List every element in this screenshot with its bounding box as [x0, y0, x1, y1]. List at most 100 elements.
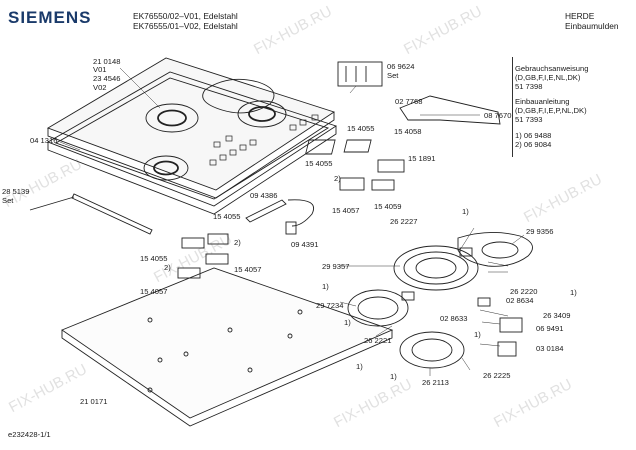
part-154055-c: 15 4055	[213, 212, 241, 221]
part-069491: 06 9491	[536, 324, 564, 333]
part-263409: 26 3409	[543, 311, 571, 320]
cooking-zone-outline	[143, 155, 189, 181]
hob-glass-top	[46, 57, 336, 191]
manual-1-title: Gebrauchsanweisung	[515, 64, 589, 73]
cooking-zone-outline	[237, 100, 287, 128]
variant-1-mark-c: 1)	[570, 288, 577, 297]
part-087670: 08 7670	[484, 111, 512, 120]
part-285139: 28 5139	[2, 187, 30, 196]
variant-2-mark-c: 2)	[164, 263, 171, 272]
sensor-plug	[285, 221, 297, 235]
model-line-1: EK76550/02–V01, Edelstahl	[133, 11, 238, 21]
part-262225: 26 2225	[483, 371, 511, 380]
model-line-2: EK76555/01–V02, Edelstahl	[133, 21, 238, 31]
temp-limiter	[477, 297, 491, 307]
category-label: Einbaumulden	[565, 21, 619, 31]
control-module	[181, 237, 205, 249]
control-module	[339, 177, 365, 191]
part-262113: 26 2113	[422, 378, 449, 387]
part-154057-b: 15 4057	[234, 265, 262, 274]
variant-1-mark-e: 1)	[474, 330, 481, 339]
heating-element	[403, 251, 469, 285]
control-module	[305, 139, 336, 155]
mounting-rail	[71, 193, 153, 235]
heating-element	[457, 232, 533, 267]
set-label: Set	[2, 196, 14, 205]
part-069624: 06 9624	[387, 62, 415, 71]
part-210148: 21 0148	[93, 57, 121, 66]
variant-v02: V02	[93, 83, 107, 92]
variant-2-mark-a: 2)	[334, 174, 341, 183]
variant-1-mark-b: 1)	[322, 282, 329, 291]
control-module	[207, 233, 229, 245]
variant-2-mark-b: 2)	[234, 238, 241, 247]
variant-1-mark-a: 1)	[462, 207, 469, 216]
control-module	[205, 253, 229, 265]
heating-element	[393, 245, 479, 291]
bottom-tray	[61, 267, 394, 419]
part-151891: 15 1891	[408, 154, 436, 163]
manual-1-number: 51 7398	[515, 82, 543, 91]
part-154057-c: 15 4057	[140, 287, 168, 296]
variant-1-note: 1) 06 9488	[515, 131, 552, 140]
variant-1-mark-d: 1)	[344, 318, 351, 327]
control-module	[377, 159, 405, 173]
part-262227: 26 2227	[390, 217, 418, 226]
sensor-cable	[287, 199, 314, 227]
cleaning-scraper	[399, 95, 501, 125]
heating-element	[481, 241, 519, 259]
cooking-zone-outline	[157, 109, 187, 127]
control-module	[177, 267, 201, 279]
cooking-zone-outline	[202, 78, 275, 114]
cooking-zone-outline	[145, 103, 199, 133]
manual-2-langs: (D,GB,F,I,E,P,NL,DK)	[515, 106, 587, 115]
part-094386: 09 4386	[250, 191, 278, 200]
part-154058: 15 4058	[394, 127, 422, 136]
part-030184: 03 0184	[536, 344, 564, 353]
heating-element	[415, 257, 457, 279]
variant-2-note: 2) 06 9084	[515, 140, 552, 149]
part-154057-a: 15 4057	[332, 206, 360, 215]
part-027768: 02 7768	[395, 97, 423, 106]
terminal-block	[497, 341, 517, 357]
part-154055-a: 15 4055	[347, 124, 375, 133]
sensor-bar	[245, 199, 287, 223]
manual-2-number: 51 7393	[515, 115, 543, 124]
temp-limiter	[459, 247, 473, 257]
heating-element	[357, 296, 399, 320]
connector-block	[337, 61, 383, 87]
heating-element	[347, 289, 409, 327]
document-id: e232428-1/1	[8, 430, 51, 439]
part-028633: 02 8633	[440, 314, 468, 323]
variant-1-mark-g: 1)	[390, 372, 397, 381]
manual-1-langs: (D,GB,F,I,E,NL,DK)	[515, 73, 581, 82]
heating-element	[411, 338, 453, 362]
notes-divider	[512, 57, 513, 157]
heating-element	[399, 331, 465, 369]
variant-1-mark-f: 1)	[356, 362, 363, 371]
set-label: Set	[387, 71, 399, 80]
part-154055-b: 15 4055	[305, 159, 333, 168]
part-154055-d: 15 4055	[140, 254, 168, 263]
cooking-zone-outline	[153, 160, 179, 176]
part-094391: 09 4391	[291, 240, 319, 249]
part-234546: 23 4546	[93, 74, 121, 83]
control-module	[371, 179, 395, 191]
part-262221: 26 2221	[364, 336, 392, 345]
part-297234: 29 7234	[316, 301, 344, 310]
brand-logo: SIEMENS	[8, 8, 92, 27]
part-041316: 04 1316	[30, 136, 58, 145]
part-262220: 26 2220	[510, 287, 538, 296]
part-299356: 29 9356	[526, 227, 554, 236]
maker-label: HERDE	[565, 11, 595, 21]
part-210171: 21 0171	[80, 397, 108, 406]
manual-2-title: Einbauanleitung	[515, 97, 570, 106]
variant-v01: V01	[93, 65, 107, 74]
part-028634: 02 8634	[506, 296, 534, 305]
control-module	[343, 139, 372, 153]
part-299357: 29 9357	[322, 262, 350, 271]
temp-limiter	[401, 291, 415, 301]
terminal-block	[499, 317, 523, 333]
part-154059: 15 4059	[374, 202, 402, 211]
